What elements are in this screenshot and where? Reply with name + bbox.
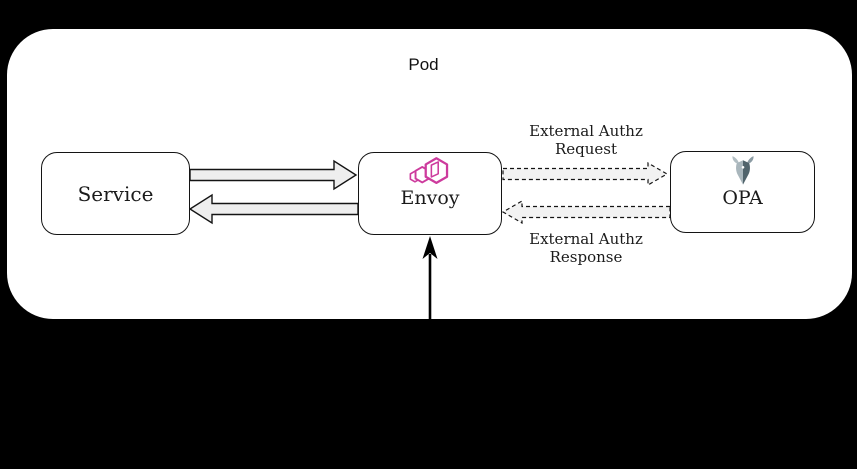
node-envoy: Envoy (358, 152, 502, 235)
opa-label: OPA (722, 187, 763, 209)
envoy-label: Envoy (400, 187, 460, 209)
opa-to-envoy-dashed-arrow (501, 199, 671, 225)
ingress-arrowhead (422, 236, 438, 259)
envoy-to-service-arrow (188, 193, 359, 225)
external-authz-request-label: External Authz Request (529, 122, 643, 158)
envoy-logo-icon (409, 157, 449, 185)
service-to-envoy-arrow (189, 159, 358, 191)
service-label: Service (77, 181, 154, 206)
envoy-to-opa-dashed-arrow (502, 161, 669, 187)
node-opa: OPA (670, 151, 815, 233)
pod-title: Pod (408, 55, 439, 74)
node-service: Service (41, 152, 190, 235)
external-authz-response-label: External Authz Response (529, 230, 643, 266)
opa-logo-icon (731, 156, 754, 185)
